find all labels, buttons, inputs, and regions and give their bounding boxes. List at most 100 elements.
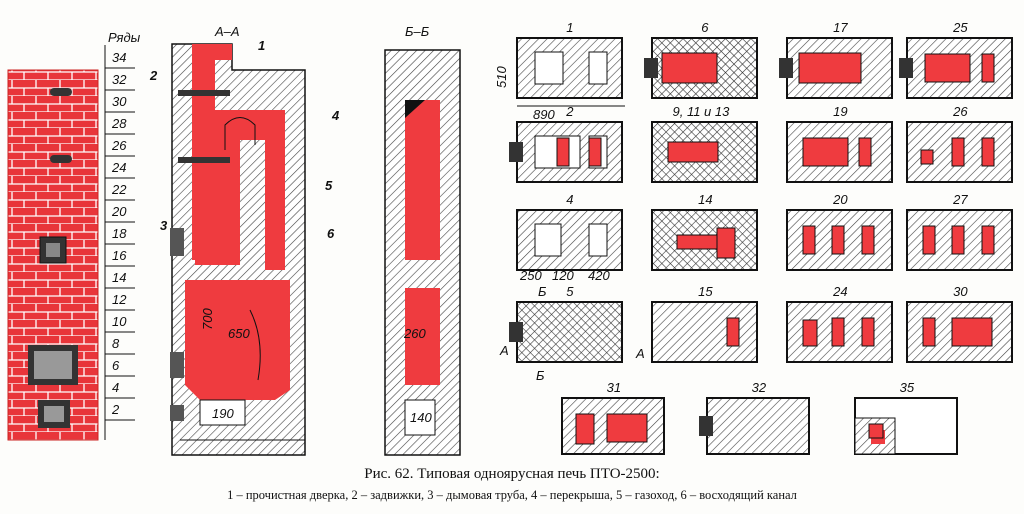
plan-label: 24	[832, 284, 847, 299]
opening	[588, 51, 608, 85]
plan-label: 35	[900, 380, 915, 395]
dim-250: 250	[519, 268, 542, 283]
plan-label: 30	[953, 284, 968, 299]
damper-handle-icon	[50, 155, 72, 163]
flue-opening	[924, 53, 971, 83]
row-number: 2	[111, 402, 120, 417]
flue-opening	[588, 137, 602, 167]
dim-420: 420	[588, 268, 610, 283]
plan-label: 2	[565, 104, 574, 119]
flue-opening	[831, 225, 845, 255]
callout-2: 2	[149, 68, 158, 83]
row-number: 10	[112, 314, 127, 329]
callout-3: 3	[160, 218, 168, 233]
flue-opening	[951, 225, 965, 255]
rows-title: Ряды	[108, 30, 141, 45]
dim-bottom: 190	[212, 406, 234, 421]
plan-label: 15	[698, 284, 713, 299]
section-a-a-title: А–А	[214, 24, 240, 39]
door-icon	[644, 58, 658, 78]
callout-5: 5	[325, 178, 333, 193]
row-number: 20	[111, 204, 127, 219]
flue-opening	[802, 319, 818, 347]
opening	[588, 223, 608, 257]
row-plans: 510 890 250 120 420 А А Б Б 1 6 17 25 2 9, 11…	[494, 20, 1013, 455]
flue-opening	[981, 137, 995, 167]
flue-opening	[661, 52, 718, 84]
plan-label: 31	[607, 380, 621, 395]
section-b-b-title: Б–Б	[405, 24, 430, 39]
figure-caption-title: Рис. 62. Типовая одноярусная печь ПТО-25…	[364, 466, 660, 482]
dim-width: 650	[228, 326, 250, 341]
row-number: 22	[111, 182, 127, 197]
flue-opening	[858, 137, 872, 167]
flue-opening	[798, 52, 862, 84]
flue-opening	[667, 141, 719, 163]
row-number: 16	[112, 248, 127, 263]
dim-120: 120	[552, 268, 574, 283]
door-icon	[509, 322, 523, 342]
damper-handle-icon	[50, 88, 72, 96]
row-number: 4	[112, 380, 119, 395]
plan-label: 32	[752, 380, 767, 395]
front-elevation	[7, 69, 99, 441]
dim-bottom-bb: 140	[410, 410, 432, 425]
row-number: 14	[112, 270, 126, 285]
plan-label: 25	[952, 20, 968, 35]
dim-height: 700	[200, 308, 215, 330]
dim-width-bb: 260	[403, 326, 426, 341]
flue-opening	[868, 423, 884, 439]
figure-caption-legend: 1 – прочистная дверка, 2 – задвижки, 3 –…	[227, 488, 797, 502]
opening	[534, 51, 564, 85]
callout-6: 6	[327, 226, 335, 241]
row-number: 26	[111, 138, 127, 153]
door-icon	[509, 142, 523, 162]
row-number: 18	[112, 226, 127, 241]
door-icon	[779, 58, 793, 78]
plan-label: 27	[952, 192, 968, 207]
section-b-b: Б–Б 260 140	[384, 24, 461, 456]
flue-opening	[861, 225, 875, 255]
flue-opening	[922, 317, 936, 347]
plan-label: 17	[833, 20, 848, 35]
dim-depth: 510	[494, 66, 509, 88]
flue-opening	[575, 413, 595, 445]
row-number: 32	[112, 72, 127, 87]
flue-opening	[922, 225, 936, 255]
plan-label: 26	[952, 104, 968, 119]
flue-opening	[920, 149, 934, 165]
row-plan	[651, 301, 758, 363]
flue-opening	[556, 137, 570, 167]
door-icon	[699, 416, 713, 436]
flue-opening	[802, 225, 816, 255]
cut-mark-a-right: А	[635, 346, 645, 361]
plan-label: 9, 11 и 13	[673, 104, 731, 119]
plan-label: 6	[701, 20, 709, 35]
cut-mark-a-left: А	[499, 343, 509, 358]
cut-mark-b-top: Б	[538, 284, 547, 299]
row-number: 30	[112, 94, 127, 109]
flue-opening	[951, 137, 965, 167]
flue-opening	[726, 317, 740, 347]
dim-length: 890	[533, 107, 555, 122]
flue-opening	[861, 317, 875, 347]
flue-opening	[951, 317, 993, 347]
plan-label: 1	[566, 20, 573, 35]
flue-opening	[802, 137, 849, 167]
flue-opening	[981, 53, 995, 83]
callout-1: 1	[258, 38, 265, 53]
row-number: 8	[112, 336, 120, 351]
flue-opening	[981, 225, 995, 255]
row-plan	[706, 397, 810, 455]
flue-opening	[606, 413, 648, 443]
plan-label: 5	[566, 284, 574, 299]
row-number: 6	[112, 358, 120, 373]
cut-mark-b-bottom: Б	[536, 368, 545, 383]
door-icon	[899, 58, 913, 78]
opening	[534, 223, 562, 257]
plan-label: 19	[833, 104, 847, 119]
flue-opening	[716, 227, 736, 259]
